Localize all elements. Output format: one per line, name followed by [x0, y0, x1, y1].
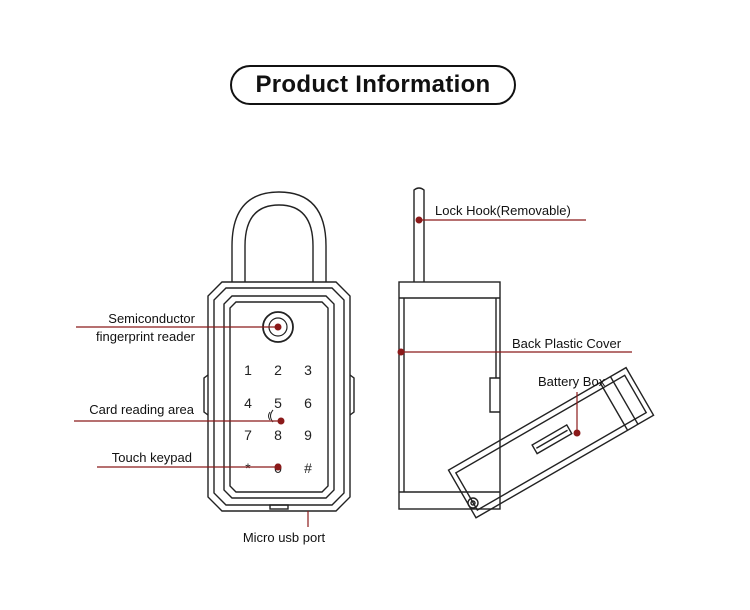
usb-port — [269, 504, 289, 510]
key-9: 9 — [304, 427, 312, 443]
key-star: * — [245, 460, 251, 476]
label-touch-keypad: Touch keypad — [112, 450, 192, 465]
key-5: 5 — [274, 395, 282, 411]
callout-dot-fingerprint — [274, 323, 282, 331]
side-view — [398, 187, 655, 519]
hinge-screw — [467, 497, 479, 509]
key-6: 6 — [304, 395, 312, 411]
label-lock-hook: Lock Hook(Removable) — [435, 203, 571, 218]
key-7: 7 — [244, 427, 252, 443]
callout-dot-cover — [397, 348, 405, 356]
key-4: 4 — [244, 395, 252, 411]
label-card-reading: Card reading area — [89, 402, 195, 417]
label-fingerprint-line2: fingerprint reader — [96, 329, 196, 344]
front-shackle — [231, 191, 327, 282]
key-8: 8 — [274, 427, 282, 443]
label-fingerprint-line1: Semiconductor — [108, 311, 195, 326]
callout-dot-hook — [415, 216, 423, 224]
callout-dot-card — [277, 417, 285, 425]
battery-box — [447, 366, 655, 519]
front-callouts — [74, 323, 309, 527]
page-title: Product Information — [230, 65, 516, 105]
keypad: 1 2 3 4 5 6 7 8 9 * 0 # — [244, 362, 312, 476]
label-usb-port: Micro usb port — [243, 530, 326, 545]
label-back-cover: Back Plastic Cover — [512, 336, 622, 351]
key-3: 3 — [304, 362, 312, 378]
key-2: 2 — [274, 362, 282, 378]
label-battery-box: Battery Box — [538, 374, 606, 389]
side-callouts — [397, 216, 632, 437]
key-1: 1 — [244, 362, 252, 378]
front-keypad-panel — [223, 295, 335, 499]
side-hook — [413, 187, 425, 282]
key-hash: # — [304, 460, 312, 476]
side-body — [398, 281, 501, 510]
front-body-outer — [207, 281, 351, 512]
callout-dot-keypad — [274, 463, 282, 471]
callout-dot-battery — [573, 429, 581, 437]
